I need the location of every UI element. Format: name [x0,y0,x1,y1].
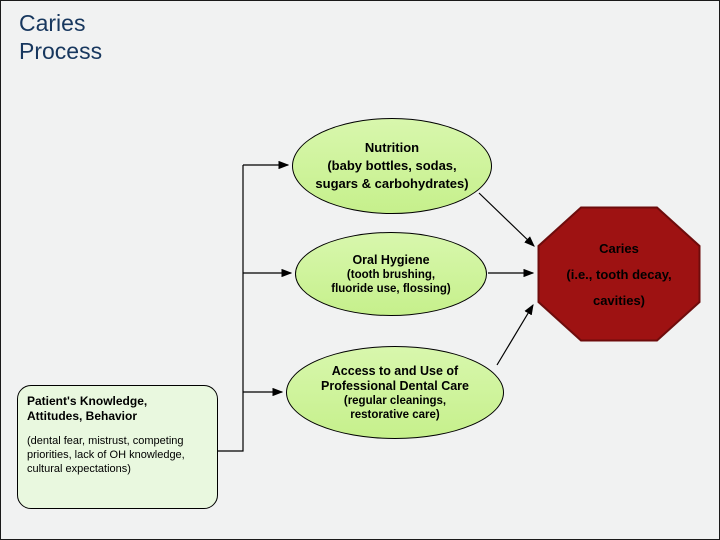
node-nutrition-title: Nutrition [364,140,420,155]
node-dental-care-title-line2: Professional Dental Care [321,378,469,393]
node-oral-hygiene-detail-line2: fluoride use, flossing) [331,282,451,295]
page-title: Caries Process [19,9,102,65]
page-title-line1: Caries [19,10,86,36]
node-oral-hygiene: Oral Hygiene (tooth brushing, fluoride u… [295,232,487,316]
node-dental-care: Access to and Use of Professional Dental… [286,346,504,439]
node-caries: Caries (i.e., tooth decay, cavities) [537,206,701,342]
node-patient-detail: (dental fear, mistrust, competing priori… [27,435,185,475]
node-caries-detail-line1: (i.e., tooth decay, [566,266,672,282]
node-nutrition: Nutrition (baby bottles, sodas, sugars &… [292,118,492,214]
arrow-nutrition-to-caries [478,192,535,247]
node-nutrition-detail-line2: sugars & carbohydrates) [315,176,469,191]
node-dental-care-detail-line1: (regular cleanings, [343,394,447,407]
node-patient-title-line1: Patient's Knowledge, [27,394,148,408]
page-title-line2: Process [19,38,103,64]
node-caries-text: Caries (i.e., tooth decay, cavities) [537,206,701,342]
node-nutrition-detail-line1: (baby bottles, sodas, [327,158,457,173]
node-dental-care-detail-line2: restorative care) [350,408,440,421]
node-oral-hygiene-title: Oral Hygiene [352,252,430,267]
arrow-care-to-caries [496,303,534,366]
node-oral-hygiene-detail-line1: (tooth brushing, [346,268,436,281]
node-patient-knowledge: Patient's Knowledge, Attitudes, Behavior… [17,385,218,509]
node-patient-title-line2: Attitudes, Behavior [27,409,138,423]
connector-patient-elbow [218,165,244,452]
node-caries-title: Caries [599,240,639,256]
node-caries-detail-line2: cavities) [592,292,646,308]
octagon-shape [537,206,701,342]
octagon-polygon [537,206,701,342]
node-dental-care-title-line1: Access to and Use of [331,363,459,378]
